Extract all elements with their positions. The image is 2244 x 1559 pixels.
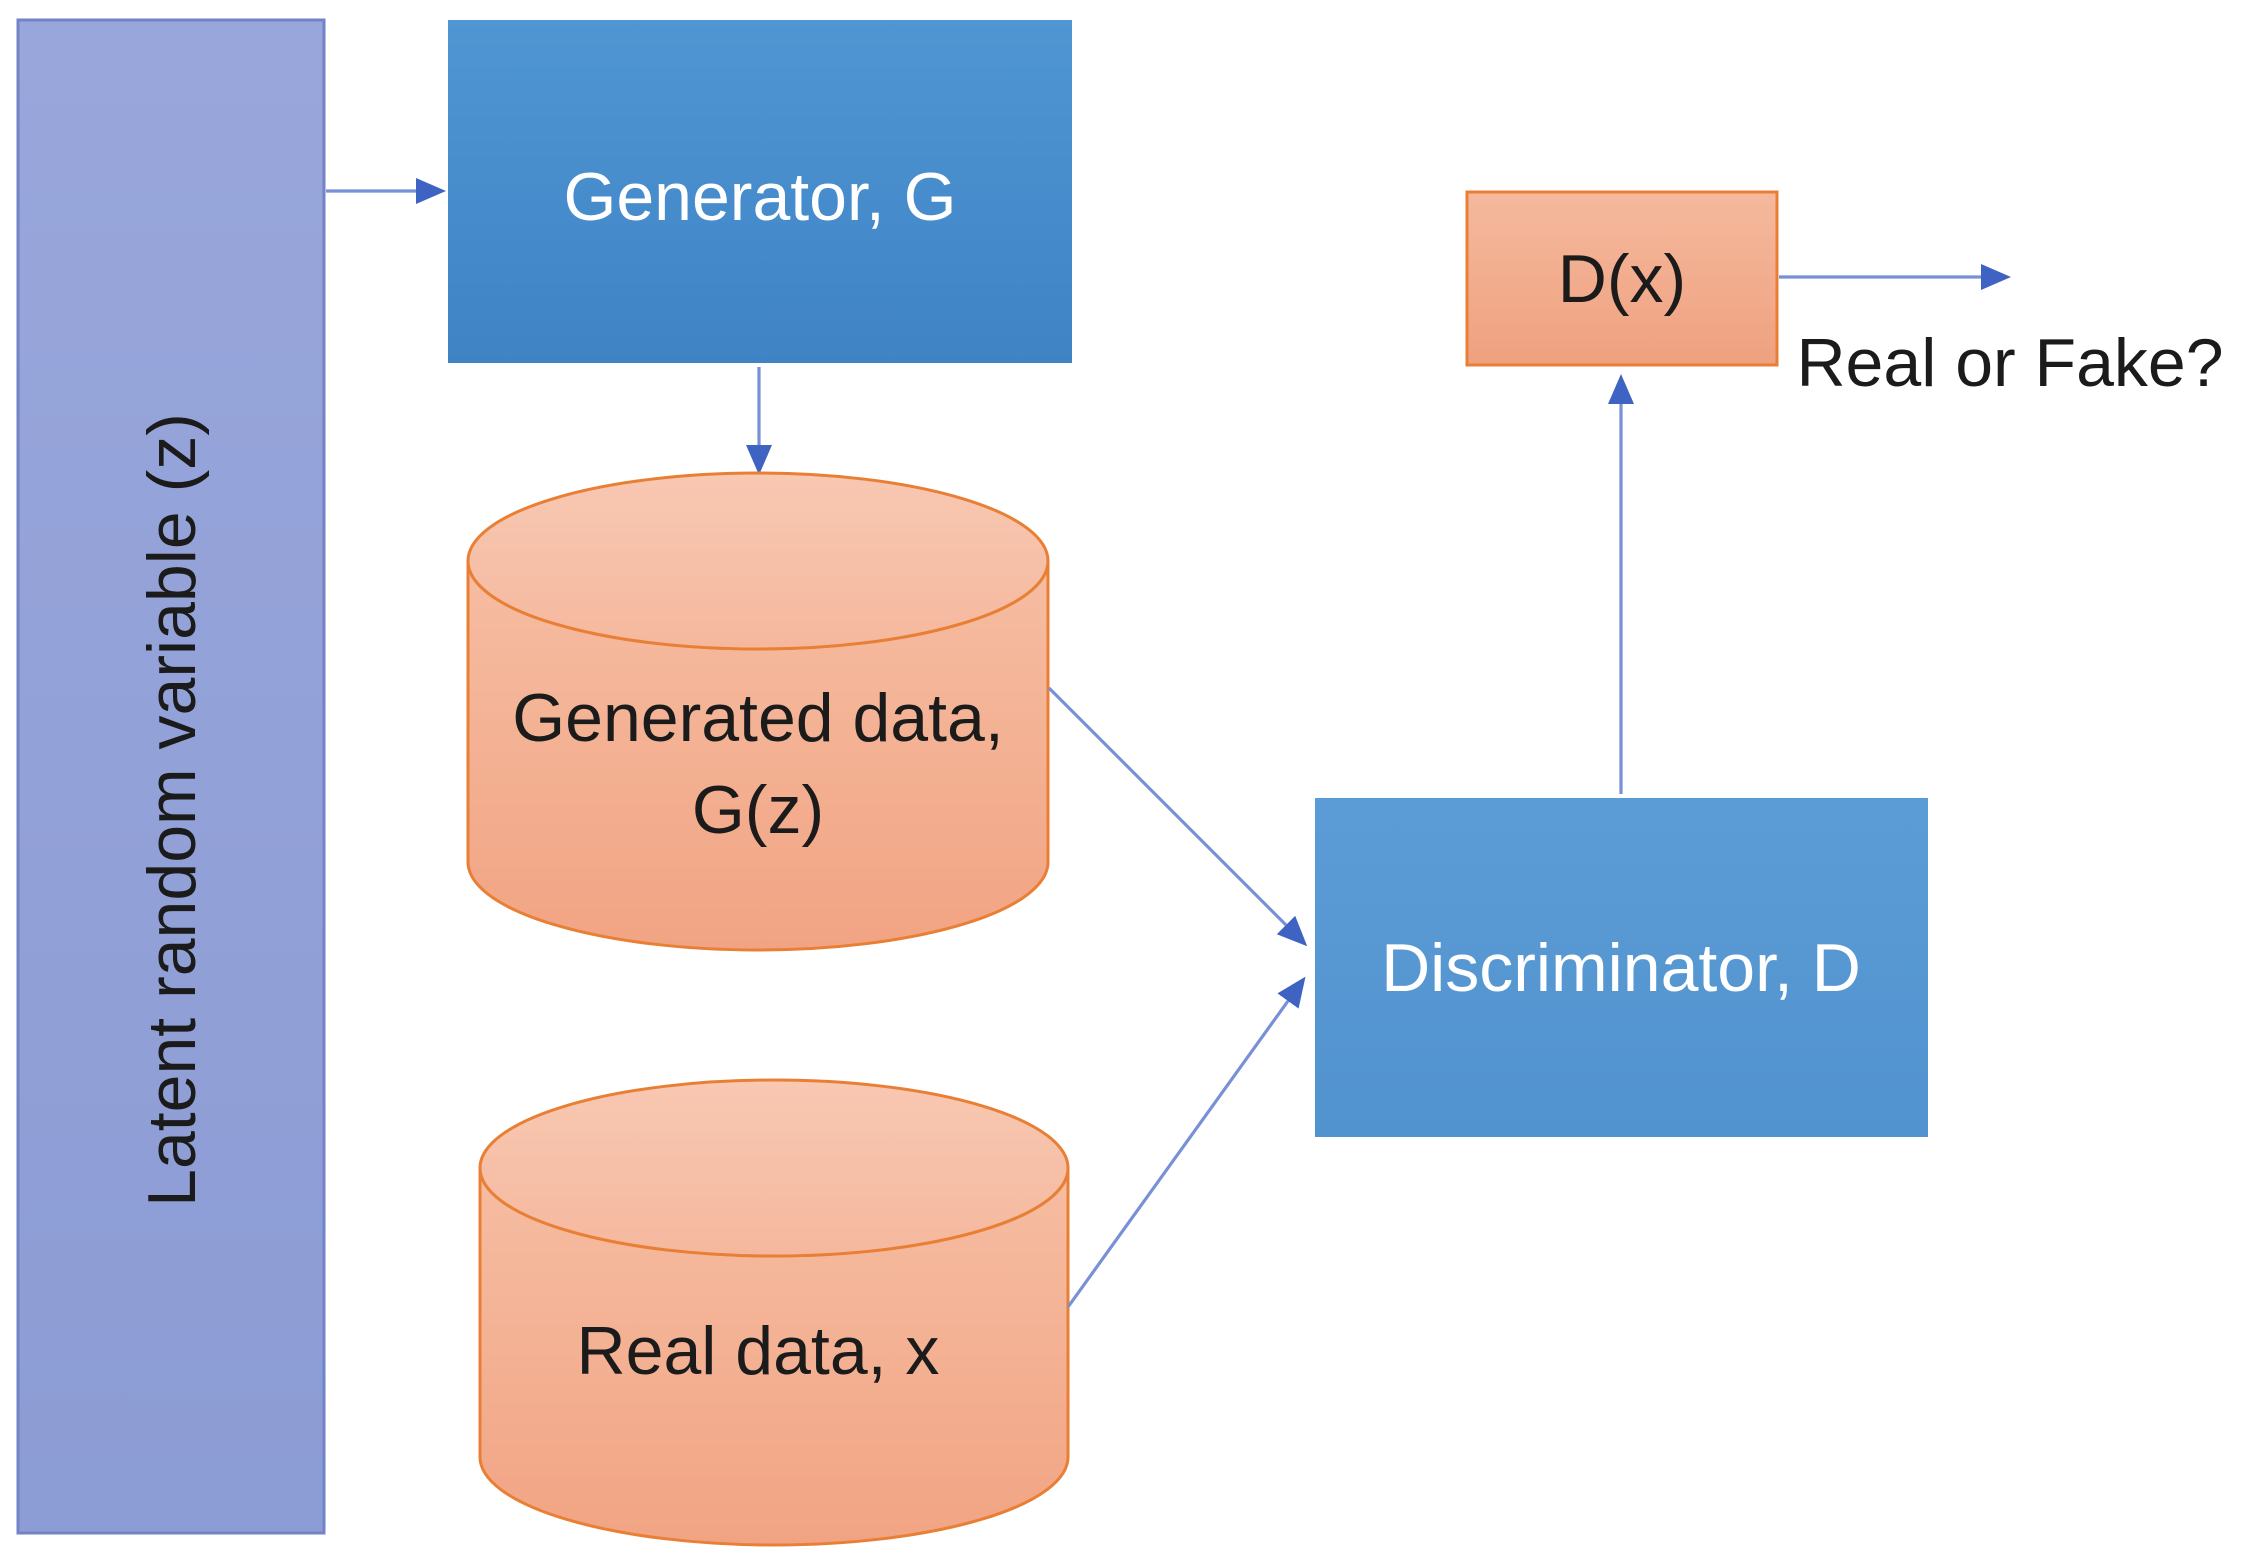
latent-variable-label: Latent random variable (z) <box>134 413 210 1207</box>
generated-data-label-line1: Generated data, <box>512 680 1003 756</box>
verdict-label: Real or Fake? <box>1796 325 2223 401</box>
generated-data-label-line2: G(z) <box>692 772 824 848</box>
dx-output-label: D(x) <box>1558 241 1686 317</box>
generated-data-cylinder: Generated data, G(z) <box>466 471 1050 952</box>
generated-data-cylinder-cap <box>466 471 1050 651</box>
real-data-cylinder: Real data, x <box>478 1078 1070 1547</box>
arrow-generated-data-to-discriminator <box>1047 686 1308 947</box>
latent-variable-bar <box>16 18 326 1535</box>
generator-box <box>448 20 1072 363</box>
dx-output-box <box>1465 190 1779 367</box>
discriminator-label: Discriminator, D <box>1381 930 1861 1006</box>
arrow-real-data-to-discriminator <box>1066 976 1306 1308</box>
discriminator-box <box>1315 798 1928 1137</box>
real-data-label: Real data, x <box>577 1313 940 1389</box>
generator-label: Generator, G <box>563 159 956 235</box>
real-data-cylinder-cap <box>478 1078 1070 1258</box>
